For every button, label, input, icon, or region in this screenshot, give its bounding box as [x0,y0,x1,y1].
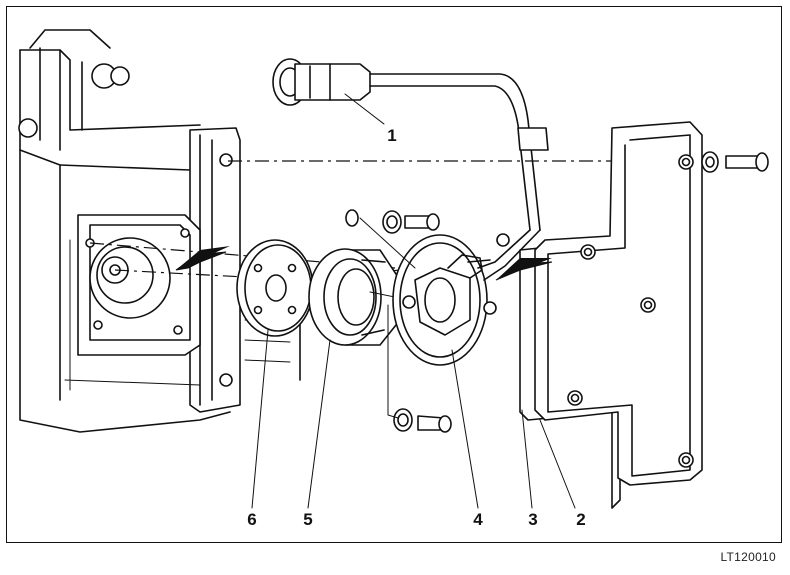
callout-4: 4 [473,510,483,529]
screw-top [345,209,440,269]
sensor-disc-part-4 [392,234,497,366]
spacer-plate-part-6 [236,239,314,337]
cover-part-2 [534,121,703,486]
sensor-cable-part-1 [272,58,549,281]
screw-bottom [387,304,452,433]
arrow-right [495,258,553,281]
gearbox-housing [18,29,301,433]
callout-2: 2 [576,510,586,529]
callout-6: 6 [247,510,257,529]
callout-3: 3 [528,510,538,529]
alignment-line-centre [114,267,421,281]
figure-frame [6,6,782,543]
leader-lines [251,93,576,509]
callout-5: 5 [303,510,313,529]
figure-code: LT120010 [720,550,776,564]
cover-screw [701,151,769,173]
ring-part-5 [308,248,401,346]
arrow-left [175,246,230,271]
callout-1: 1 [387,126,397,145]
